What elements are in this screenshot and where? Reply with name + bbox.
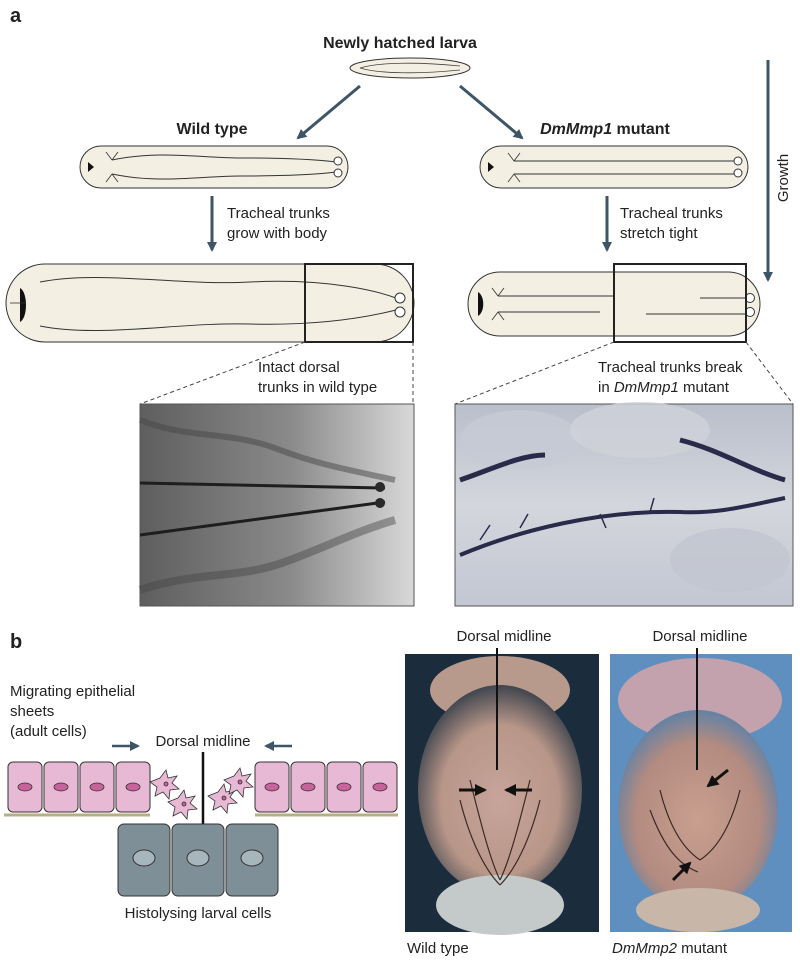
wt-zoom-text-2: trunks in wild type xyxy=(258,379,377,396)
histolysing-larval-cells xyxy=(117,823,279,897)
panel-b-label: b xyxy=(10,631,22,653)
photo-wt-midline-label: Dorsal midline xyxy=(456,628,551,645)
wild-type-larva-large xyxy=(5,263,415,343)
wt-zoom-line-left xyxy=(139,341,306,405)
mutant-zoom-line-left xyxy=(454,341,615,405)
newly-hatched-larva xyxy=(349,57,471,79)
wt-arrow-text-1: Tracheal trunks xyxy=(227,205,330,222)
sheets-text-3: (adult cells) xyxy=(10,723,87,740)
mutant-arrow-lower xyxy=(671,861,692,882)
mutant-zoom-line-right xyxy=(745,341,794,405)
mutant-trachea-micrograph xyxy=(454,402,794,607)
wt-zoom-text-1: Intact dorsal xyxy=(258,359,340,376)
mutant-zoom-box xyxy=(613,263,747,343)
wild-type-title: Wild type xyxy=(177,121,248,138)
diagram-dorsal-midline-label: Dorsal midline xyxy=(155,733,250,750)
growth-label: Growth xyxy=(775,154,792,202)
wt-arrow-text-2: grow with body xyxy=(227,225,328,242)
mut-zoom-text-1: Tracheal trunks break xyxy=(598,359,743,376)
photo-mut-caption: DmMmp2 mutant xyxy=(612,940,728,957)
arrow-to-mutant xyxy=(459,84,524,140)
wt-zoom-box xyxy=(304,263,414,343)
mutant-thorax-photo xyxy=(610,654,792,932)
wild-type-larva-medium xyxy=(79,145,349,189)
mut-arrow-text-1: Tracheal trunks xyxy=(620,205,723,222)
newly-hatched-title: Newly hatched larva xyxy=(323,35,477,52)
photo-mut-midline-label: Dorsal midline xyxy=(652,628,747,645)
sheets-text-1: Migrating epithelial xyxy=(10,683,135,700)
right-epithelial-sheet xyxy=(254,761,398,817)
wt-thorax-photo xyxy=(405,654,599,935)
arrow-to-wild-type xyxy=(296,84,361,140)
mutant-title: DmMmp1 mutant xyxy=(540,121,670,138)
mutant-larva-medium xyxy=(479,145,749,189)
migrating-star-cells xyxy=(149,767,254,820)
mutant-larva-broken xyxy=(467,263,761,343)
wt-trachea-micrograph xyxy=(138,403,415,607)
sheets-text-2: sheets xyxy=(10,703,54,720)
panel-a-label: a xyxy=(10,5,22,27)
histolysing-label: Histolysing larval cells xyxy=(125,905,272,922)
photo-wt-caption: Wild type xyxy=(407,940,469,957)
mutant-arrow-upper xyxy=(706,768,729,788)
mut-arrow-text-2: stretch tight xyxy=(620,225,698,242)
mut-zoom-text-2: in DmMmp1 mutant xyxy=(598,379,730,396)
left-epithelial-sheet xyxy=(4,761,151,817)
